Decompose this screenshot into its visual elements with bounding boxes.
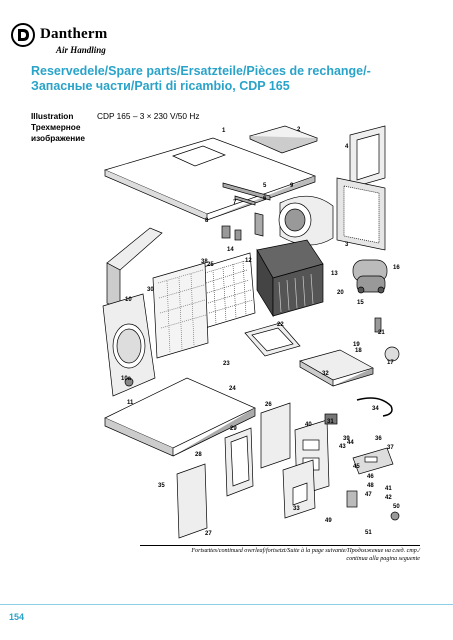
dantherm-logo-icon xyxy=(11,23,35,47)
illustration-label: Illustration Трехмерное изображение xyxy=(31,111,85,144)
side-panel xyxy=(106,227,163,271)
part-number-12: 12 xyxy=(245,258,252,264)
part-number-43: 43 xyxy=(339,444,346,450)
part-number-51: 51 xyxy=(365,530,372,536)
continuation-note-line-2: continua alla pagina seguente xyxy=(346,556,420,562)
part-number-26: 26 xyxy=(265,402,272,408)
part-number-37: 37 xyxy=(387,445,394,451)
page-number: 154 xyxy=(9,612,25,622)
part-number-41: 41 xyxy=(385,486,392,492)
service-door xyxy=(260,402,291,469)
part-number-47: 47 xyxy=(365,492,372,498)
part-number-10a: 10a xyxy=(121,376,132,382)
part-number-10: 10 xyxy=(125,297,132,303)
drawing-parts xyxy=(102,125,400,539)
part-number-8: 8 xyxy=(205,218,209,224)
page-title-line-2: Запасные части/Parti di ricambio, CDP 16… xyxy=(31,79,290,93)
part-number-27: 27 xyxy=(205,531,212,537)
compressor xyxy=(352,259,388,294)
part-number-labels: 1 2 3 4 5 6 7 8 9 10 10a 11 12 13 14 15 … xyxy=(121,127,400,537)
part-number-17: 17 xyxy=(387,360,394,366)
part-number-13: 13 xyxy=(331,271,338,277)
part-number-22: 22 xyxy=(277,322,284,328)
footnote-divider xyxy=(140,545,420,546)
page-title-line-1: Reservedele/Spare parts/Ersatzteile/Pièc… xyxy=(31,64,371,78)
part-number-4: 4 xyxy=(345,144,349,150)
part-number-45: 45 xyxy=(353,464,360,470)
brand-subtitle: Air Handling xyxy=(56,45,106,55)
hose xyxy=(356,397,393,417)
illustration-label-line-1: Illustration xyxy=(31,111,74,121)
page-footer-rule xyxy=(0,604,453,605)
part-number-46: 46 xyxy=(367,474,374,480)
part-number-11: 11 xyxy=(127,400,134,406)
part-number-6: 6 xyxy=(263,196,267,202)
part-number-19: 19 xyxy=(353,342,360,348)
part-number-36: 36 xyxy=(375,436,382,442)
illustration-label-line-3: изображение xyxy=(31,133,86,143)
evaporator xyxy=(256,239,324,318)
part-number-1: 1 xyxy=(222,128,226,134)
part-number-44: 44 xyxy=(347,440,354,446)
part-number-5: 5 xyxy=(263,183,267,189)
part-number-29: 29 xyxy=(230,426,237,432)
part-number-21: 21 xyxy=(378,330,385,336)
part-number-30: 30 xyxy=(147,287,154,293)
part-number-18: 18 xyxy=(355,348,362,354)
continuation-note: Fortsættes/continued overleaf/fortsetzt/… xyxy=(140,547,420,563)
part-number-31: 31 xyxy=(327,419,334,425)
brand-logo: Dantherm Air Handling xyxy=(10,20,140,60)
part-number-50: 50 xyxy=(393,504,400,510)
part-number-28: 28 xyxy=(195,452,202,458)
part-number-2: 2 xyxy=(297,127,301,133)
part-number-48: 48 xyxy=(367,483,374,489)
part-number-3: 3 xyxy=(345,242,349,248)
part-number-34: 34 xyxy=(372,406,379,412)
part-number-40: 40 xyxy=(305,422,312,428)
illustration-label-line-2: Трехмерное xyxy=(31,122,81,132)
part-number-24: 24 xyxy=(229,386,236,392)
part-number-38: 38 xyxy=(201,259,208,265)
base-panel xyxy=(104,377,256,457)
brand-name: Dantherm xyxy=(40,26,108,42)
part-number-25: 25 xyxy=(207,262,214,268)
part-number-32: 32 xyxy=(322,371,329,377)
part-number-15: 15 xyxy=(357,300,364,306)
part-number-7: 7 xyxy=(233,200,237,206)
part-number-20: 20 xyxy=(337,290,344,296)
part-number-9: 9 xyxy=(290,183,294,189)
part-number-35: 35 xyxy=(158,483,165,489)
front-panel xyxy=(102,293,156,397)
page-title: Reservedele/Spare parts/Ersatzteile/Pièc… xyxy=(31,64,431,94)
part-number-14: 14 xyxy=(227,247,234,253)
part-number-16: 16 xyxy=(393,265,400,271)
illustration-caption: CDP 165 – 3 × 230 V/50 Hz xyxy=(97,111,200,121)
continuation-note-line-1: Fortsættes/continued overleaf/fortsetzt/… xyxy=(191,548,420,554)
part-number-42: 42 xyxy=(385,495,392,501)
part-number-39: 39 xyxy=(343,436,350,442)
part-number-23: 23 xyxy=(223,361,230,367)
part-number-49: 49 xyxy=(325,518,332,524)
exploded-view-drawing: 1 2 3 4 5 6 7 8 9 10 10a 11 12 13 14 15 … xyxy=(102,125,400,539)
part-number-33: 33 xyxy=(293,506,300,512)
fan-assembly xyxy=(278,195,334,246)
